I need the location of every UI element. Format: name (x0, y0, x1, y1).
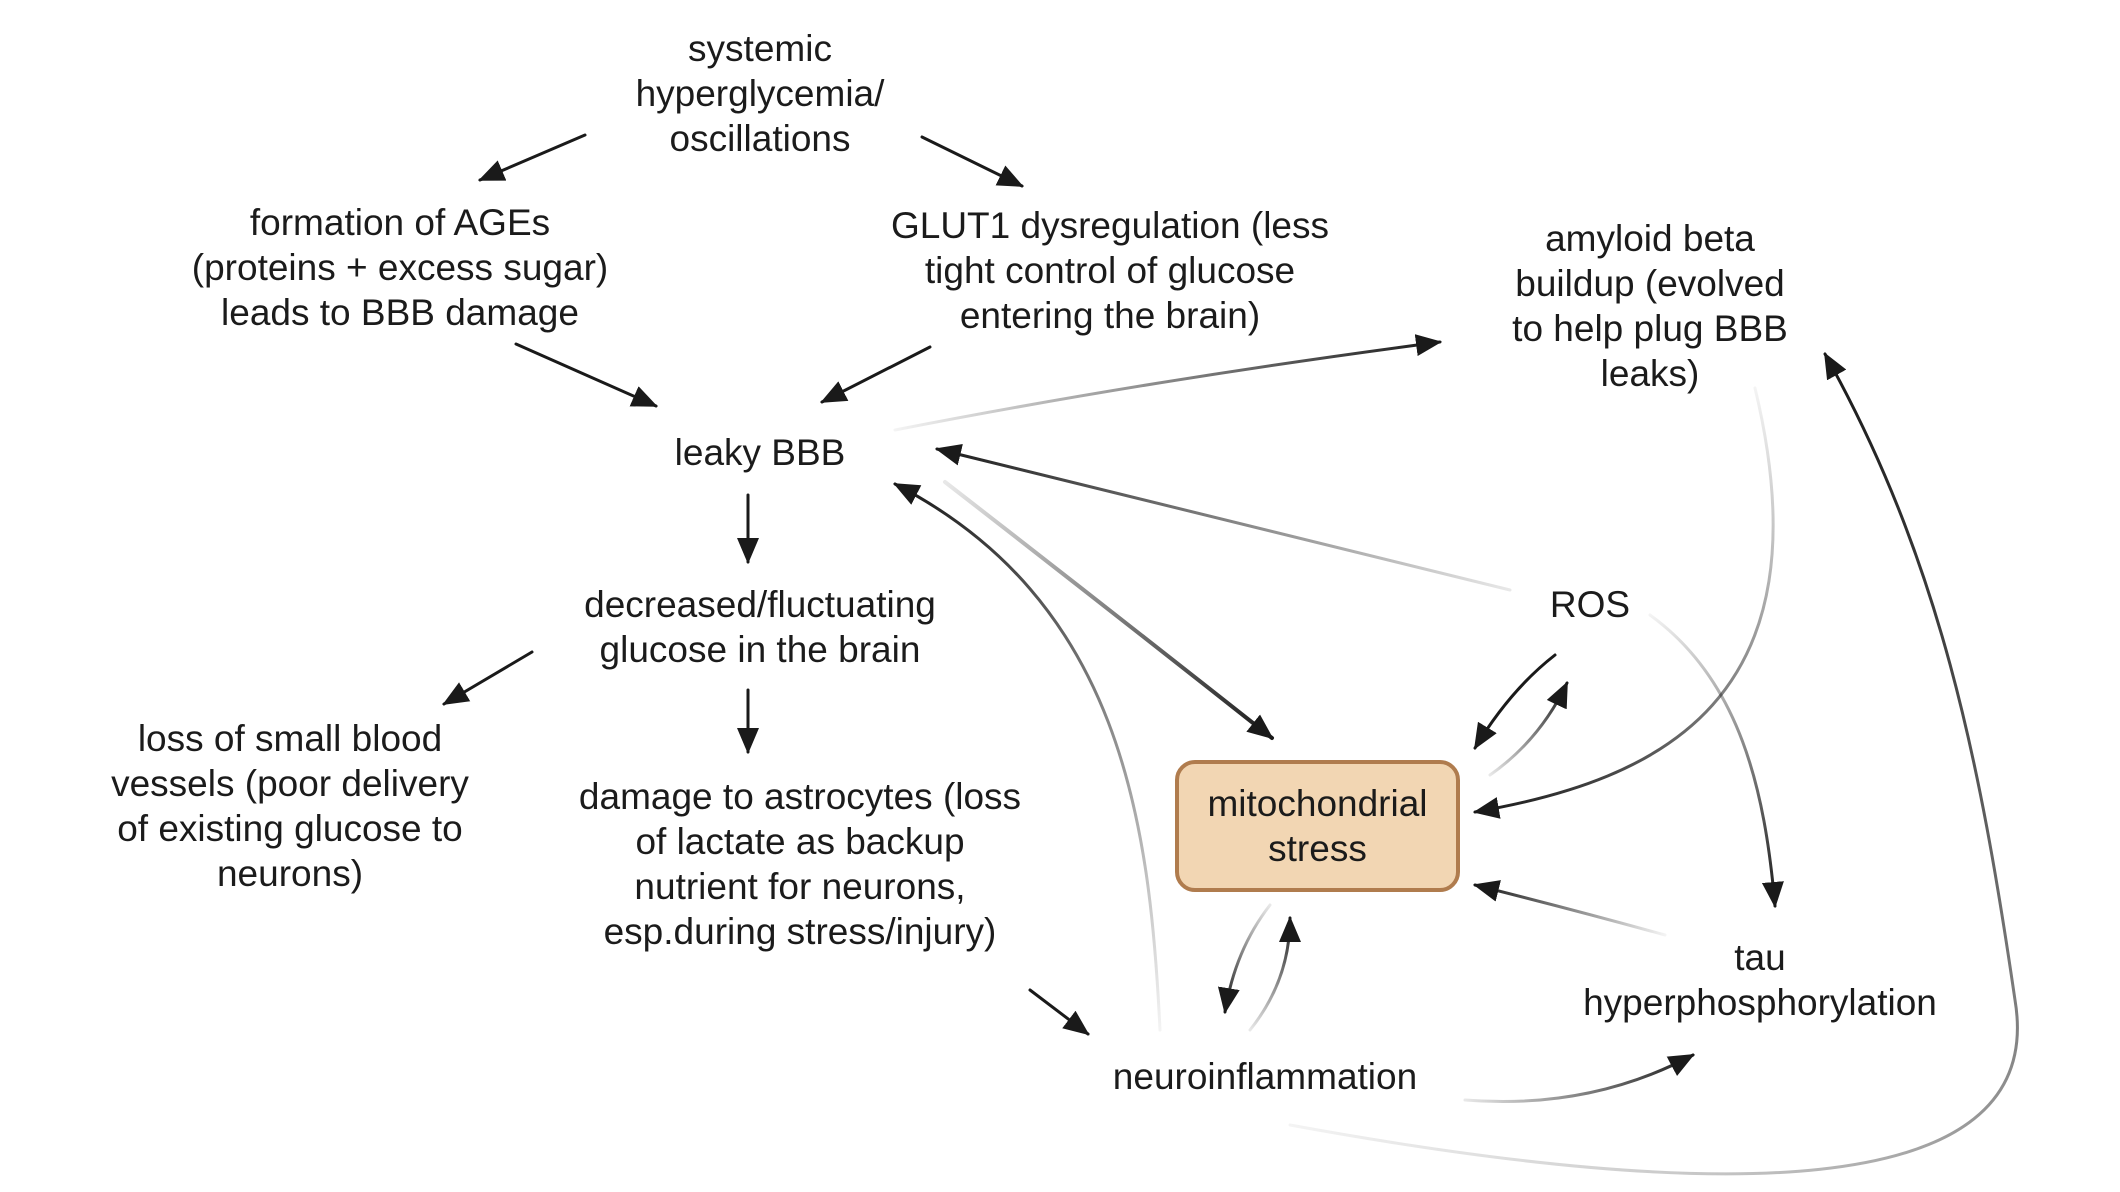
node-systemic-hyperglycemia: systemic hyperglycemia/ oscillations (560, 26, 960, 161)
node-text: (proteins + excess sugar) (191, 247, 609, 288)
node-text: oscillations (669, 118, 851, 159)
node-decreased-glucose: decreased/fluctuating glucose in the bra… (510, 582, 1010, 672)
node-text: GLUT1 dysregulation (less (890, 205, 1330, 246)
node-text: buildup (evolved (1515, 263, 1785, 304)
node-text: hyperglycemia/ (635, 73, 885, 114)
node-damage-to-astrocytes: damage to astrocytes (loss of lactate as… (530, 774, 1070, 954)
node-text: nutrient for neurons, (634, 866, 966, 907)
arrow-bbb-to-amyloid (893, 334, 1442, 432)
node-text: mitochondrial (1207, 783, 1428, 824)
node-loss-of-small-blood-vessels: loss of small blood vessels (poor delive… (70, 716, 510, 896)
node-text: tau (1734, 937, 1786, 978)
node-formation-of-ages: formation of AGEs (proteins + excess sug… (150, 200, 650, 335)
arrow-mito-to-ros (1488, 681, 1569, 777)
node-mitochondrial-stress: mitochondrial stress (1175, 760, 1460, 892)
arrow-hyperglycemia-to-ages (478, 133, 587, 182)
arrow-amyloid-to-mito (1473, 386, 1775, 819)
node-text: to help plug BBB (1512, 308, 1788, 349)
arrow-decreased-glucose-to-loss-vessels (442, 650, 534, 706)
node-glut1-dysregulation: GLUT1 dysregulation (less tight control … (860, 203, 1360, 338)
arrow-neuroinflammation-to-mito (1248, 916, 1301, 1032)
node-tau-hyperphosphorylation: tau hyperphosphorylation (1530, 935, 1990, 1025)
arrow-tau-to-mito (1473, 880, 1667, 937)
node-text: leaks) (1600, 353, 1700, 394)
node-text: loss of small blood (137, 718, 443, 759)
node-text: leaky BBB (674, 432, 846, 473)
arrow-ros-to-tau (1648, 613, 1784, 908)
node-amyloid-beta-buildup: amyloid beta buildup (evolved to help pl… (1480, 216, 1820, 396)
node-text: decreased/fluctuating (584, 584, 936, 625)
arrow-astrocytes-to-neuroinflammation (1028, 988, 1090, 1036)
node-text: stress (1268, 828, 1367, 869)
node-text: vessels (poor delivery (111, 763, 469, 804)
node-text: systemic (688, 28, 832, 69)
node-leaky-bbb: leaky BBB (610, 430, 910, 475)
arrow-neuroinflammation-to-leaky-bbb (893, 482, 1162, 1032)
node-text: formation of AGEs (249, 202, 551, 243)
node-text: neurons) (216, 853, 364, 894)
arrow-neuroinflammation-to-amyloid (1288, 352, 2019, 1176)
node-text: tight control of glucose (924, 250, 1296, 291)
node-text: ROS (1549, 584, 1631, 625)
arrow-hyperglycemia-to-glut1 (920, 135, 1024, 188)
node-text: entering the brain) (959, 295, 1261, 336)
node-text: amyloid beta (1545, 218, 1755, 259)
arrow-neuroinflammation-to-tau (1463, 1053, 1695, 1103)
arrow-bbb-to-mito (943, 480, 1274, 740)
node-text: of lactate as backup (635, 821, 965, 862)
arrow-ages-to-leaky-bbb (514, 342, 658, 408)
node-text: glucose in the brain (599, 629, 921, 670)
node-text: hyperphosphorylation (1583, 982, 1937, 1023)
node-neuroinflammation: neuroinflammation (1060, 1054, 1470, 1099)
arrow-ros-to-mito (1473, 653, 1557, 750)
arrow-mito-to-neuroinflammation (1217, 903, 1272, 1014)
node-text: damage to astrocytes (loss (578, 776, 1022, 817)
node-text: neuroinflammation (1112, 1056, 1418, 1097)
node-ros: ROS (1490, 582, 1690, 627)
arrow-ros-to-leaky-bbb (935, 443, 1512, 592)
node-text: leads to BBB damage (221, 292, 579, 333)
arrow-glut1-to-leaky-bbb (820, 345, 932, 404)
node-text: of existing glucose to (117, 808, 463, 849)
node-text: esp.during stress/injury) (603, 911, 997, 952)
